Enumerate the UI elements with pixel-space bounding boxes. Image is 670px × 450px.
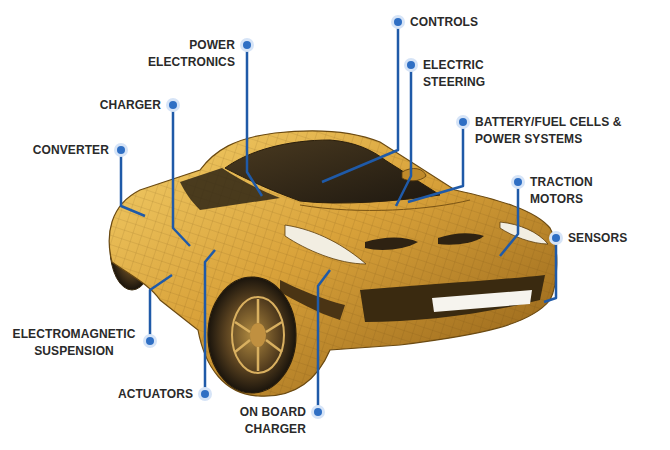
callout-label: TRACTION MOTORS [530, 174, 620, 208]
callout-label: ON BOARD CHARGER [226, 404, 306, 438]
callout-label: ELECTROMAGNETIC SUSPENSION [6, 326, 142, 360]
callout-label: ELECTRIC STEERING [423, 57, 513, 91]
callout-label: CONTROLS [410, 14, 478, 31]
callout-label: ACTUATORS [118, 386, 193, 403]
callout-label: CONVERTER [33, 142, 109, 159]
callout-label: SENSORS [568, 230, 627, 247]
callout-label: POWER ELECTRONICS [135, 37, 235, 71]
callout-label: CHARGER [100, 97, 161, 114]
callout-label: BATTERY/FUEL CELLS & POWER SYSTEMS [475, 114, 640, 148]
